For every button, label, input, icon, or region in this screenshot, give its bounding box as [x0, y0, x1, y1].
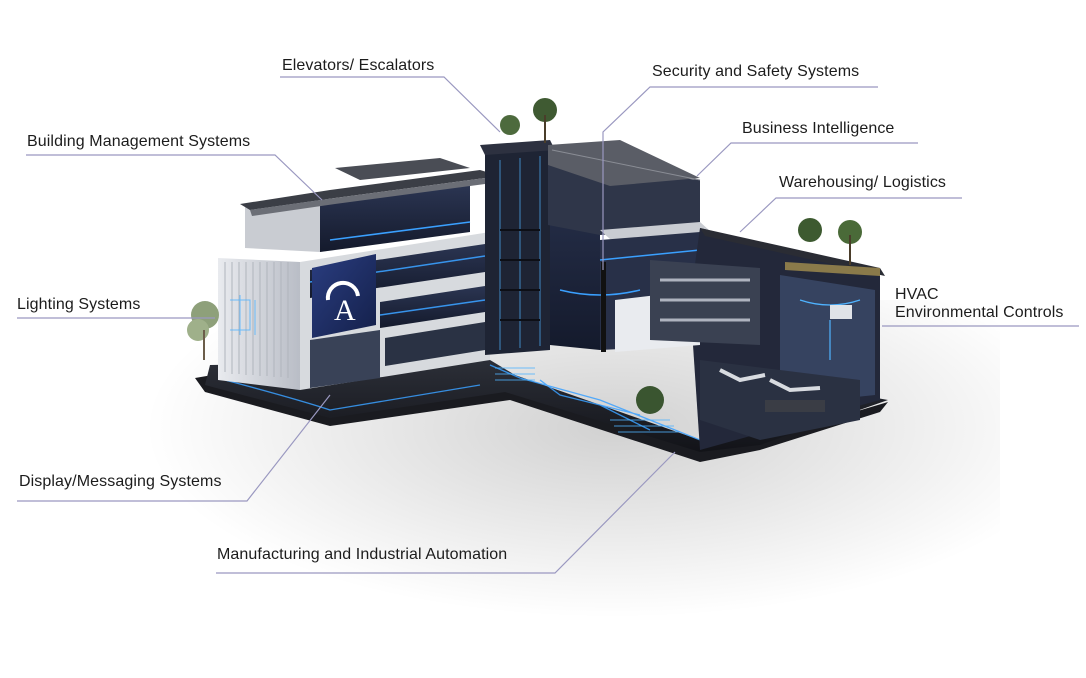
label-elevators-escalators: Elevators/ Escalators — [282, 57, 435, 74]
leader-security — [602, 86, 878, 270]
label-display-messaging: Display/Messaging Systems — [19, 473, 222, 490]
leader-manufacturing — [216, 451, 676, 574]
central-tower — [480, 140, 720, 355]
logo-sign: A — [312, 254, 376, 338]
leader-bms — [26, 154, 323, 201]
leader-bi — [696, 142, 918, 177]
label-hvac: HVAC Environmental Controls — [895, 286, 1064, 322]
leader-elevators — [280, 76, 501, 133]
label-hvac-line2: Environmental Controls — [895, 304, 1064, 321]
trees — [187, 98, 862, 414]
leader-display — [17, 394, 331, 502]
leader-lines — [17, 76, 1079, 574]
label-hvac-line1: HVAC — [895, 286, 939, 303]
label-security-safety: Security and Safety Systems — [652, 63, 860, 80]
label-building-management: Building Management Systems — [27, 133, 251, 150]
label-lighting-systems: Lighting Systems — [17, 296, 141, 313]
building-base — [195, 360, 888, 462]
warehouse-wing — [615, 228, 885, 450]
label-warehousing-logistics: Warehousing/ Logistics — [779, 174, 947, 191]
leader-warehousing — [739, 197, 962, 233]
label-business-intelligence: Business Intelligence — [742, 120, 895, 137]
logo-letter: A — [334, 294, 356, 327]
label-manufacturing-automation: Manufacturing and Industrial Automation — [217, 546, 508, 563]
